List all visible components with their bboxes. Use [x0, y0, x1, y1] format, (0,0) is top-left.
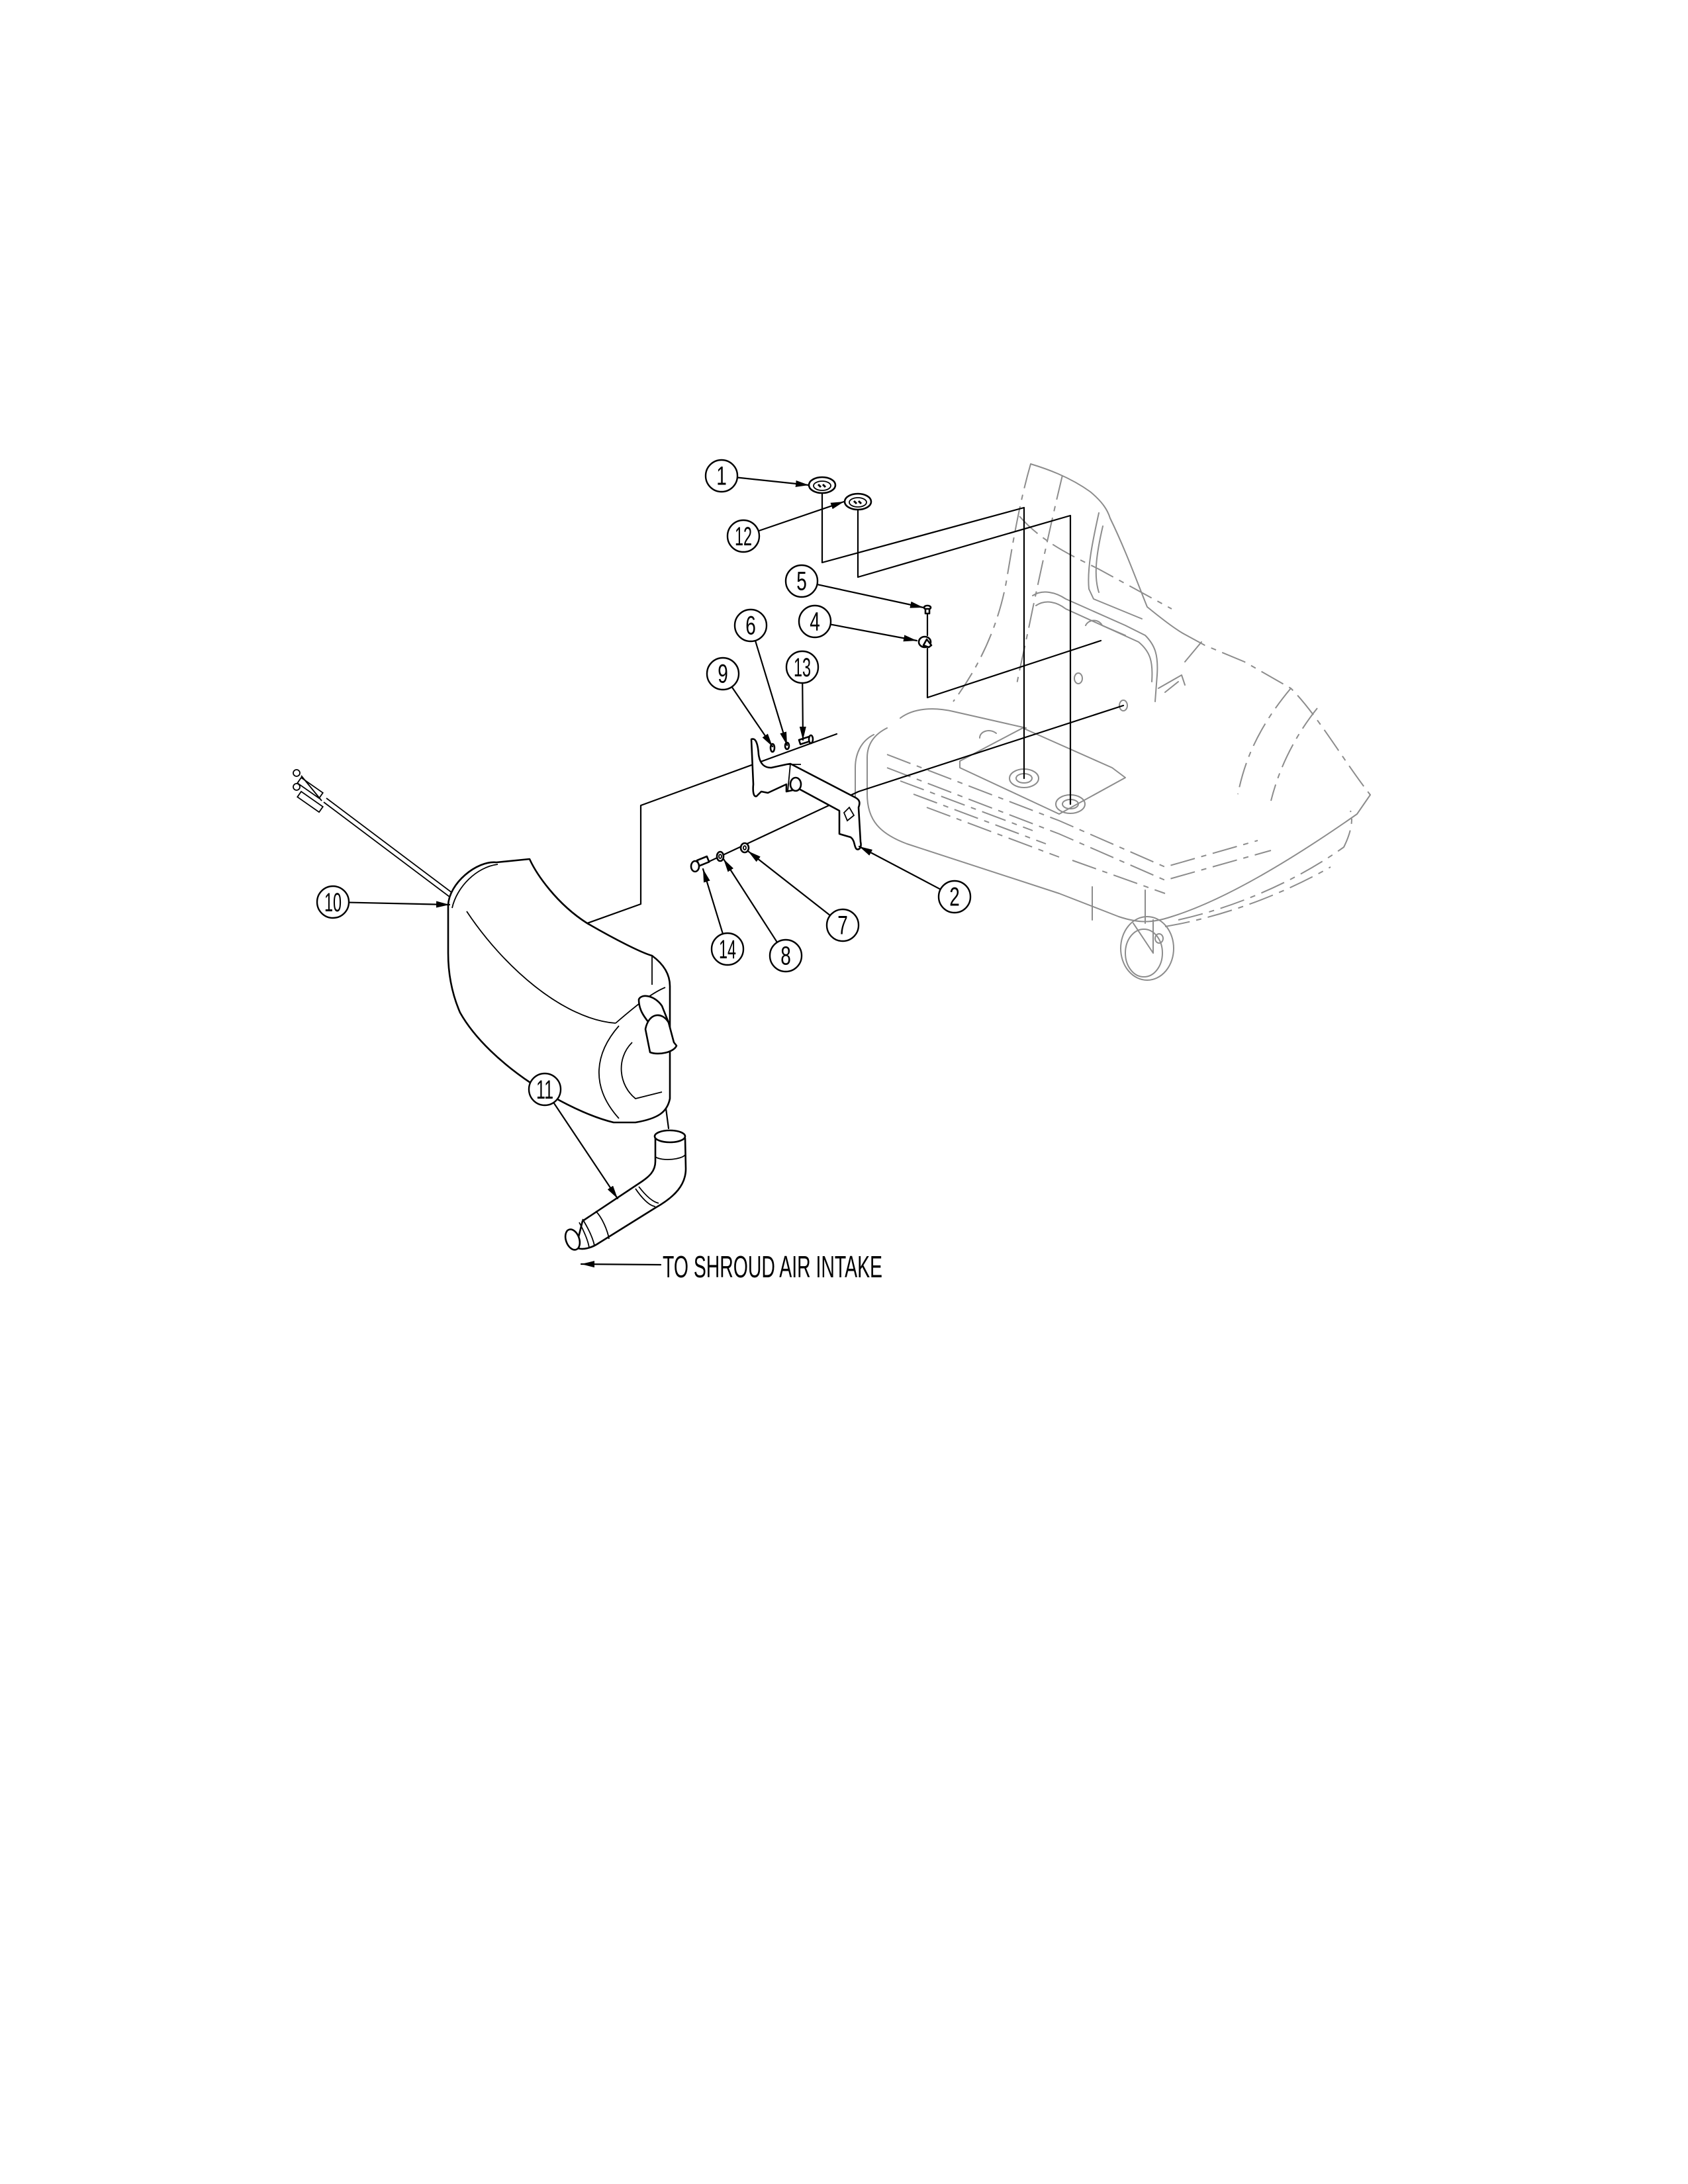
- muffler-part: [447, 858, 678, 1124]
- balloon-item-4: 4: [798, 604, 918, 642]
- balloon-circle: [785, 650, 820, 684]
- part-balloons: 1 12 54 6 13 9 10 2 7 8 14 11: [316, 459, 972, 1200]
- caster-wheel-reference: [1120, 916, 1174, 981]
- balloon-number: 13: [794, 653, 811, 682]
- leader-arrow: [736, 477, 810, 487]
- balloon-number: 9: [718, 660, 728, 689]
- shroud-intake-arrow: [580, 1261, 662, 1268]
- balloon-item-13: 13: [785, 650, 820, 741]
- leader-arrow: [858, 845, 941, 890]
- leader-arrow: [747, 850, 831, 917]
- grommet-12-part: [843, 492, 872, 511]
- mounting-bracket-part: [750, 738, 862, 850]
- balloon-number: 14: [719, 935, 736, 964]
- leader-arrow: [799, 682, 806, 741]
- balloon-item-14: 14: [702, 868, 745, 966]
- balloon-circle: [710, 932, 745, 966]
- balloon-circle: [528, 1072, 562, 1107]
- assembly-lines: [586, 492, 1125, 1130]
- balloon-item-6: 6: [733, 608, 788, 747]
- balloon-circle: [937, 880, 972, 914]
- balloon-circle: [769, 938, 803, 973]
- balloon-circle: [706, 657, 740, 691]
- cable-clip-4-part: [917, 635, 933, 649]
- balloon-circle: [316, 885, 350, 919]
- leader-arrow: [702, 868, 724, 935]
- balloon-item-5: 5: [784, 564, 925, 609]
- balloon-item-2: 2: [858, 845, 972, 914]
- balloon-circle: [733, 608, 768, 643]
- balloon-number: 11: [536, 1075, 553, 1105]
- leader-arrow: [816, 583, 925, 609]
- balloon-number: 1: [716, 462, 727, 491]
- balloon-item-7: 7: [747, 850, 860, 942]
- balloon-item-10: 10: [316, 885, 451, 919]
- balloon-item-8: 8: [722, 858, 803, 973]
- muffler-wire-harness: [293, 769, 466, 907]
- leader-arrow: [553, 1101, 619, 1200]
- shroud-air-intake-label: TO SHROUD AIR INTAKE: [663, 1250, 882, 1284]
- balloon-item-11: 11: [528, 1072, 619, 1200]
- balloon-number: 6: [745, 612, 756, 641]
- grommet-1-part: [808, 476, 837, 494]
- leader-arrow: [731, 686, 774, 748]
- leader-arrow: [757, 500, 845, 532]
- balloon-number: 7: [837, 911, 848, 940]
- leader-arrow: [348, 901, 451, 908]
- balloon-circle: [825, 908, 860, 942]
- leader-arrow: [829, 623, 918, 642]
- balloon-number: 4: [810, 608, 820, 637]
- balloon-number: 2: [949, 883, 960, 912]
- balloon-number: 8: [780, 942, 791, 971]
- leader-arrow: [722, 858, 778, 943]
- balloon-circle: [726, 519, 761, 553]
- balloon-number: 12: [735, 522, 752, 551]
- leader-arrow: [754, 639, 788, 747]
- air-hose-part: [564, 1129, 687, 1251]
- balloon-item-1: 1: [704, 459, 810, 493]
- balloon-number: 10: [324, 888, 342, 917]
- balloon-item-9: 9: [706, 657, 774, 748]
- balloon-number: 5: [796, 567, 807, 596]
- mower-seat-body-reference: [855, 463, 1371, 981]
- screw-5-part: [923, 604, 932, 615]
- balloon-circle: [784, 564, 819, 598]
- balloon-circle: [704, 459, 739, 493]
- balloon-item-12: 12: [726, 500, 845, 553]
- balloon-circle: [798, 604, 832, 639]
